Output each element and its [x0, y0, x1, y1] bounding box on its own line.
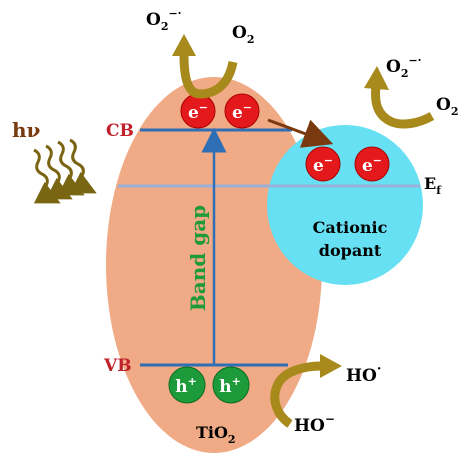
hole-reactant-label: HO−: [294, 412, 335, 436]
left-product-label: O2−·: [146, 7, 182, 33]
svg-text:e−: e−: [362, 154, 382, 176]
right-product-label: O2−·: [386, 54, 422, 80]
light-waves-icon: [33, 138, 97, 204]
cb-label: CB: [106, 121, 134, 141]
oxidation-arrow-icon: [270, 354, 342, 428]
svg-text:e−: e−: [188, 101, 208, 123]
dopant-label-line2: dopant: [319, 241, 382, 260]
tio2-label: TiO2: [196, 423, 236, 446]
svg-text:e−: e−: [313, 154, 333, 176]
svg-text:e−: e−: [232, 101, 252, 123]
electron: e−: [354, 146, 390, 182]
photon-label: hν: [12, 118, 41, 142]
left-reactant-label: O2: [232, 23, 254, 46]
band-gap-label: Band gap: [186, 205, 210, 311]
dopant-particle: [267, 125, 423, 285]
vb-label: VB: [103, 356, 132, 376]
right-reactant-label: O2: [436, 95, 458, 118]
fermi-level-label: Ef: [424, 174, 442, 197]
reduction-arrow-icon: [172, 34, 238, 99]
dopant-label-line1: Cationic: [313, 218, 388, 237]
reduction-arrow-icon: [364, 66, 435, 129]
svg-text:h+: h+: [219, 375, 241, 397]
electron: e−: [305, 146, 341, 182]
hole: h+: [168, 366, 206, 404]
electron-transfer-arrow: [267, 118, 334, 148]
electron: e−: [224, 93, 260, 129]
hole: h+: [212, 366, 250, 404]
hole-product-label: HO·: [346, 362, 381, 386]
svg-text:h+: h+: [175, 375, 197, 397]
electron: e−: [180, 93, 216, 129]
